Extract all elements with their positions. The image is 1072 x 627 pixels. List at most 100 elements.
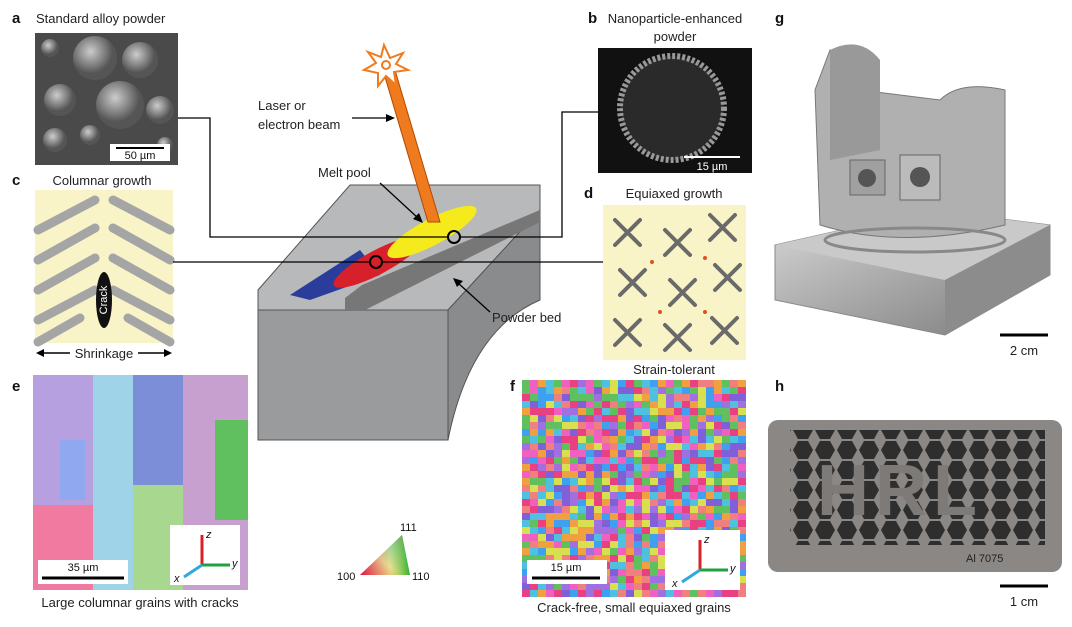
- grain: [650, 499, 658, 506]
- grain: [722, 443, 730, 450]
- grain: [538, 527, 546, 534]
- grain: [730, 429, 738, 436]
- grain: [618, 492, 626, 499]
- grain: [554, 541, 562, 548]
- grain: [634, 534, 642, 541]
- grain: [738, 583, 746, 590]
- grain: [634, 401, 642, 408]
- grain: [634, 569, 642, 576]
- grain: [586, 394, 594, 401]
- grain: [618, 506, 626, 513]
- grain: [642, 583, 650, 590]
- grain: [618, 555, 626, 562]
- grain: [658, 485, 666, 492]
- grain: [658, 450, 666, 457]
- grain: [562, 394, 570, 401]
- grain: [602, 583, 610, 590]
- grain: [554, 415, 562, 422]
- grain: [714, 520, 722, 527]
- grain: [538, 520, 546, 527]
- grain: [698, 401, 706, 408]
- grain: [578, 590, 586, 597]
- grain: [586, 590, 594, 597]
- ipf-111: 111: [400, 522, 417, 534]
- grain: [634, 429, 642, 436]
- grain: [546, 506, 554, 513]
- grain: [626, 569, 634, 576]
- grain: [522, 401, 530, 408]
- grain: [642, 450, 650, 457]
- grain: [666, 415, 674, 422]
- grain: [626, 443, 634, 450]
- grain: [650, 548, 658, 555]
- grain: [594, 555, 602, 562]
- grain: [562, 485, 570, 492]
- grain: [666, 429, 674, 436]
- grain: [554, 499, 562, 506]
- grain: [570, 415, 578, 422]
- grain: [658, 499, 666, 506]
- strain-tolerant-label: Strain-tolerant: [633, 362, 715, 377]
- axis-x-f: x: [671, 578, 678, 590]
- grain: [698, 506, 706, 513]
- panel-label-d: d: [584, 185, 593, 202]
- grain: [570, 485, 578, 492]
- grain: [522, 380, 530, 387]
- grain: [618, 450, 626, 457]
- grain: [546, 380, 554, 387]
- am-process-schematic: Laser or electron beam Melt pool Powder …: [173, 42, 603, 441]
- grain: [682, 415, 690, 422]
- grain: [690, 387, 698, 394]
- grain: [538, 408, 546, 415]
- grain: [562, 590, 570, 597]
- grain: [666, 471, 674, 478]
- grain: [530, 520, 538, 527]
- grain: [682, 387, 690, 394]
- grain: [658, 457, 666, 464]
- grain: [530, 415, 538, 422]
- grain: [730, 380, 738, 387]
- grain: [658, 464, 666, 471]
- grain: [634, 380, 642, 387]
- grain: [690, 499, 698, 506]
- grain: [554, 583, 562, 590]
- grain: [610, 457, 618, 464]
- grain: [570, 499, 578, 506]
- grain: [674, 380, 682, 387]
- grain: [554, 534, 562, 541]
- grain: [674, 415, 682, 422]
- grain: [690, 436, 698, 443]
- grain: [706, 485, 714, 492]
- grain: [578, 527, 586, 534]
- panel-c-title: Columnar growth: [53, 173, 152, 188]
- grain: [666, 443, 674, 450]
- grain: [522, 408, 530, 415]
- grain: [706, 415, 714, 422]
- grain: [570, 443, 578, 450]
- grain: [706, 394, 714, 401]
- grain: [530, 478, 538, 485]
- grain: [658, 569, 666, 576]
- grain: [714, 380, 722, 387]
- grain: [570, 513, 578, 520]
- grain: [714, 513, 722, 520]
- panel-b: b Nanoparticle-enhanced powder 15 µm: [588, 10, 752, 173]
- grain: [602, 590, 610, 597]
- grain: [602, 380, 610, 387]
- grain: [554, 520, 562, 527]
- grain: [698, 457, 706, 464]
- grain: [730, 408, 738, 415]
- grain: [530, 548, 538, 555]
- grain: [554, 408, 562, 415]
- grain: [650, 401, 658, 408]
- grain: [650, 555, 658, 562]
- grain: [698, 499, 706, 506]
- grain: [618, 534, 626, 541]
- grain: [546, 436, 554, 443]
- grain: [546, 387, 554, 394]
- grain: [666, 485, 674, 492]
- grain: [522, 387, 530, 394]
- grain: [706, 478, 714, 485]
- grain: [554, 548, 562, 555]
- grain: [570, 387, 578, 394]
